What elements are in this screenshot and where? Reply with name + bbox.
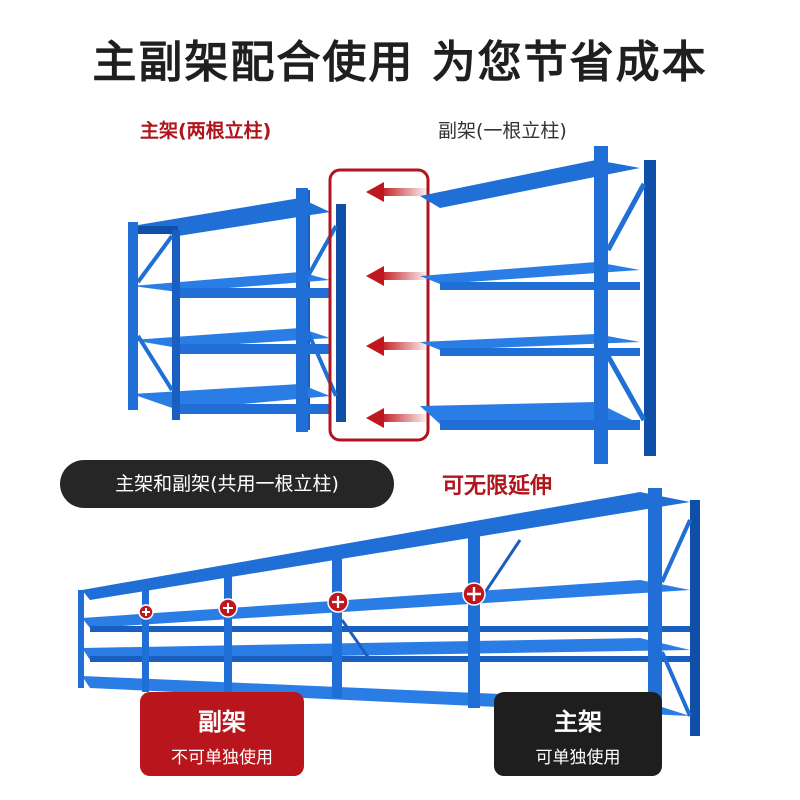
sub-frame-card: 副架 不可单独使用 <box>140 692 304 776</box>
main-card-title: 主架 <box>554 708 602 736</box>
main-rack <box>128 188 346 432</box>
combined-rack <box>78 488 700 736</box>
shared-upright-highlight <box>328 168 430 442</box>
sub-rack <box>420 146 656 464</box>
arrow-left-icon <box>366 182 430 202</box>
arrow-left-icon <box>366 408 430 428</box>
plus-circle-icon <box>138 604 154 620</box>
main-card-desc: 可单独使用 <box>535 748 621 768</box>
unlimited-extension-label: 可无限延伸 <box>442 474 553 499</box>
plus-circle-icon <box>462 582 486 606</box>
headline: 主副架配合使用 为您节省成本 <box>92 37 708 88</box>
sub-card-title: 副架 <box>198 708 246 736</box>
plus-circle-icon <box>327 591 349 613</box>
plus-circle-icon <box>218 598 238 618</box>
arrow-left-icon <box>366 336 430 356</box>
main-frame-label: 主架(两根立柱) <box>140 120 272 142</box>
sub-card-desc: 不可单独使用 <box>171 748 273 768</box>
arrow-left-icon <box>366 266 430 286</box>
shared-upright-pill: 主架和副架(共用一根立柱) <box>60 460 394 508</box>
main-frame-card: 主架 可单独使用 <box>494 692 662 776</box>
sub-frame-label: 副架(一根立柱) <box>438 120 567 142</box>
